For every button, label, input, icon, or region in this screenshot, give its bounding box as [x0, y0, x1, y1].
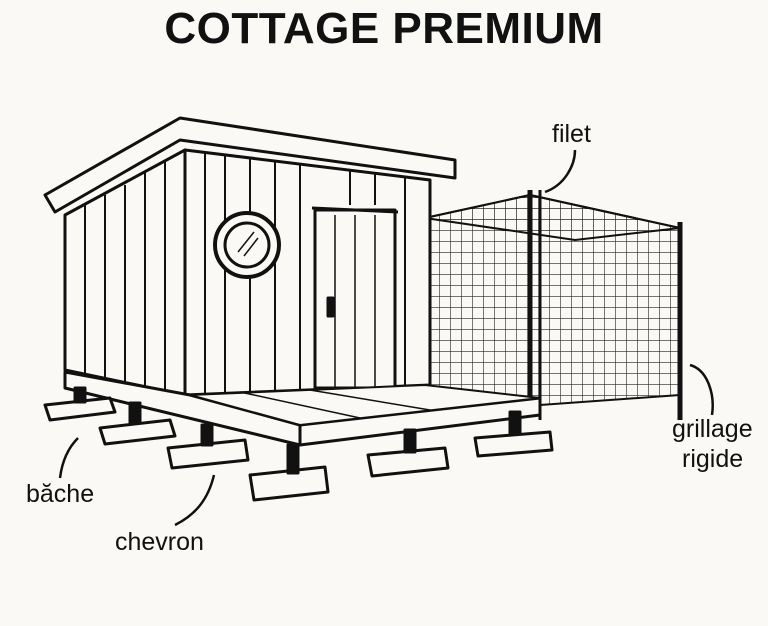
shed — [43, 116, 457, 397]
leader-chevron — [174, 474, 216, 527]
mesh-enclosure — [424, 190, 683, 420]
leader-grillage — [689, 363, 714, 416]
label-filet: filet — [552, 120, 591, 148]
label-bache: băche — [26, 480, 95, 508]
label-grillage: grillage — [672, 415, 753, 443]
leader-bache — [58, 437, 79, 479]
label-rigide: rigide — [682, 445, 744, 473]
diagram-title: COTTAGE PREMIUM — [164, 4, 604, 53]
footings — [43, 386, 554, 502]
leader-filet — [544, 149, 577, 194]
label-chevron: chevron — [115, 528, 204, 556]
